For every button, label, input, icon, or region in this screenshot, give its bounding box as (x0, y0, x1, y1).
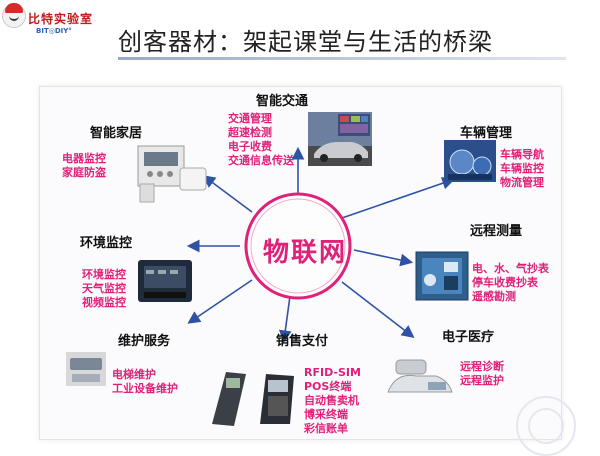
center-label: 物联网 (262, 238, 347, 268)
list-item: 电梯维护 (112, 368, 156, 381)
cartoon-face-icon (2, 3, 26, 28)
maintenance-items: 电梯维护 工业设备维护 (112, 368, 178, 396)
list-item: 彩信账单 (304, 422, 348, 435)
center-ring-outer (244, 192, 352, 300)
smart-home-title: 智能家居 (90, 126, 143, 141)
list-item: 电、水、气抄表 (472, 262, 549, 275)
list-item: 博采终端 (304, 408, 348, 421)
payment-items: RFID-SIM POS终端 自动售卖机 博采终端 彩信账单 (304, 366, 361, 436)
pos-terminal-icon (212, 372, 294, 426)
list-item: 环境监控 (82, 268, 126, 281)
list-item: 车辆监控 (500, 162, 544, 175)
list-item: 超速检测 (228, 126, 272, 139)
remote-metering-items: 电、水、气抄表 停车收费抄表 遥感勘测 (472, 262, 549, 304)
list-item: 远程诊断 (460, 360, 504, 373)
telephone-monitor-icon (387, 359, 453, 393)
list-item: 家庭防盗 (62, 166, 106, 179)
list-item: 交通信息传送 (228, 154, 294, 167)
arrow-to-payment (278, 295, 292, 344)
header: 比特实验室 BIT◎DIY° 创客器材：架起课堂与生活的桥梁 (0, 0, 600, 70)
arrow-to-remote-metering (353, 249, 414, 267)
vehicle-items: 车辆导航 车辆监控 物流管理 (500, 148, 544, 190)
arrow-to-maintenance (187, 279, 253, 324)
environment-title: 环境监控 (80, 236, 133, 251)
control-box-icon (137, 145, 207, 203)
list-item: 停车收费抄表 (472, 276, 538, 289)
diagram-canvas (186, 146, 456, 344)
list-item: 自动售卖机 (304, 394, 359, 407)
center-ring-inner (250, 198, 346, 294)
list-item: 交通管理 (228, 112, 272, 125)
smart-transport-items: 交通管理 超速检测 电子收费 交通信息传送 (228, 112, 294, 168)
list-item: 远程监护 (460, 374, 504, 387)
car-photo-icon (308, 112, 372, 166)
remote-metering-title: 远程测量 (470, 224, 523, 239)
list-item: 车辆导航 (500, 148, 544, 161)
list-item: 物流管理 (500, 176, 544, 189)
arrow-to-vehicle (341, 177, 456, 219)
arrow-to-medical (341, 281, 415, 338)
list-item: 电子收费 (228, 140, 272, 153)
page-title: 创客器材：架起课堂与生活的桥梁 (118, 28, 493, 56)
meter-panel-icon (415, 251, 469, 301)
payment-title: 销售支付 (276, 334, 329, 349)
title-underline (118, 57, 566, 60)
vehicle-title: 车辆管理 (460, 126, 513, 141)
list-item: 工业设备维护 (112, 382, 178, 395)
sensor-module-icon (138, 260, 192, 302)
list-item: RFID-SIM (304, 366, 361, 379)
car-dashboard-icon (444, 140, 496, 182)
smart-transport-title: 智能交通 (256, 94, 309, 109)
logo-text: 比特实验室 (28, 12, 94, 26)
arrow-to-smart-home (202, 175, 253, 213)
environment-items: 环境监控 天气监控 视频监控 (82, 268, 126, 310)
maintenance-title: 维护服务 (118, 334, 171, 349)
medical-title: 电子医疗 (442, 330, 495, 345)
smart-home-items: 电器监控 家庭防盗 (62, 152, 106, 180)
logo-subtext: BIT◎DIY° (36, 27, 72, 35)
equipment-icon (66, 352, 106, 386)
medical-items: 远程诊断 远程监护 (460, 360, 504, 388)
logo[interactable]: 比特实验室 BIT◎DIY° (2, 3, 102, 44)
list-item: 视频监控 (82, 296, 126, 309)
list-item: 遥感勘测 (472, 290, 516, 303)
list-item: 天气监控 (82, 282, 126, 295)
list-item: POS终端 (304, 380, 352, 393)
decorative-circle (528, 408, 564, 444)
list-item: 电器监控 (62, 152, 106, 165)
